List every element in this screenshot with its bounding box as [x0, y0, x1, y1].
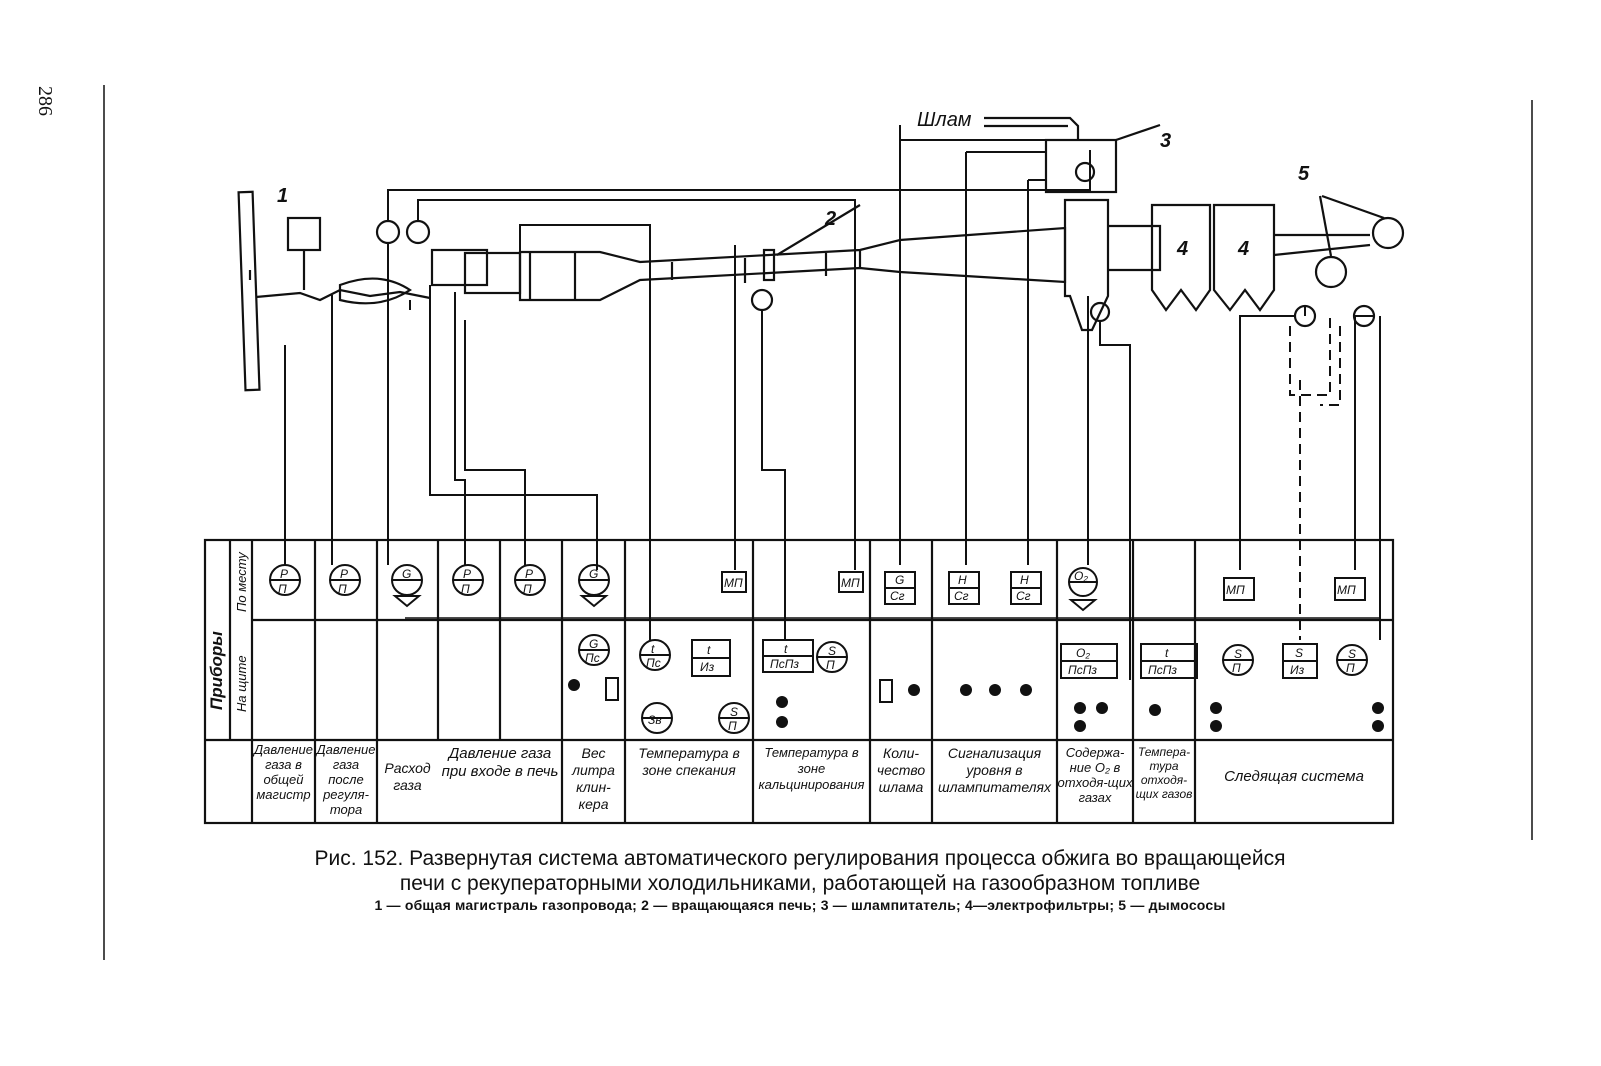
instrument-symbol-p: P	[525, 567, 533, 581]
kiln-back-chamber	[1063, 198, 1162, 332]
instrument-symbol-o2: O₂	[1076, 646, 1090, 660]
callout-kiln: 2	[824, 208, 836, 230]
instrument-symbol-pc: Пс	[585, 651, 600, 665]
instrument-symbol-pi: П	[1346, 661, 1355, 675]
col-label-tracking-system: Следящая система	[1224, 768, 1364, 785]
row-local-label: По месту	[234, 551, 249, 612]
instrument-symbol-pi: П	[461, 582, 470, 596]
panel-column-labels: Давление газа в общей магистр Давление г…	[254, 742, 1364, 817]
callout-gas-main: 1	[277, 185, 288, 207]
col-label-o2-content: Содержа-ние O₂ в отходя-щих газах	[1057, 745, 1133, 805]
col-label-level-signalling: Сигнализация уровня в шлампитателях	[937, 745, 1052, 795]
instrument-symbol-pi: П	[338, 582, 347, 596]
gas-main	[237, 190, 431, 392]
instrument-symbol-iz: Из	[1290, 663, 1305, 677]
instrument-symbol-h: H	[1020, 573, 1029, 587]
instrument-symbol-p: P	[280, 567, 288, 581]
caption-line-2: печи с рекуператорными холодильниками, р…	[399, 872, 1201, 895]
instrument-symbol-g: G	[589, 637, 598, 651]
instrument-symbol-s: S	[730, 705, 738, 719]
callout-precipitator-b: 4	[1237, 238, 1249, 260]
col-label-kiln-inlet-pressure: Давление газа при входе в печь	[441, 745, 559, 780]
electrostatic-precipitators	[1150, 203, 1371, 312]
callout-exhausters: 5	[1298, 163, 1310, 185]
col-label-gas-main-pressure: Давление газа в общей магистр	[254, 742, 313, 802]
instrument-symbol-t: t	[784, 642, 788, 656]
instrument-symbol-mp: МП	[1226, 583, 1245, 597]
panel-group-title: Приборы	[207, 631, 226, 710]
callout-slurry-feeder: 3	[1160, 130, 1171, 152]
instrument-symbol-s: S	[1234, 647, 1242, 661]
instrument-symbol-iz: Из	[700, 660, 715, 674]
instrument-symbol-pc: Пс	[646, 656, 661, 670]
instrument-symbol-pi: П	[523, 582, 532, 596]
instrument-symbol-h: H	[958, 573, 967, 587]
instrument-symbol-sg: Сг	[890, 589, 905, 603]
instrument-symbol-g: G	[402, 567, 411, 581]
instrument-symbol-pi: П	[278, 582, 287, 596]
instrument-symbol-sg: Сг	[954, 589, 969, 603]
slurry-label: Шлам	[917, 109, 972, 131]
instrument-symbol-pi: П	[1232, 661, 1241, 675]
col-label-calcining-temperature: Температура в зоне кальцинирования	[758, 745, 865, 792]
instrument-symbol-g: G	[589, 567, 598, 581]
col-label-gas-after-regulator: Давление газа после регуля-тора	[316, 742, 376, 817]
rotary-kiln	[518, 204, 1067, 302]
instrument-symbol-t: t	[651, 642, 655, 656]
instrument-symbol-zv: Зв	[648, 713, 662, 727]
instrument-symbol-mp: МП	[841, 576, 860, 590]
instrument-symbol-p: P	[463, 567, 471, 581]
slurry-feeder	[984, 116, 1161, 194]
col-label-slurry-quantity: Коли-чество шлама	[876, 745, 926, 795]
instrument-symbol-mp: МП	[1337, 583, 1356, 597]
instrument-symbol-s: S	[828, 644, 836, 658]
col-label-clinker-litre-weight: Вес литра клин-кера	[572, 745, 615, 812]
instrument-panel	[203, 538, 1395, 825]
instrument-symbol-s: S	[1348, 647, 1356, 661]
col-label-sintering-temperature: Температура в зоне спекания	[638, 745, 740, 778]
instrument-symbol-p: P	[340, 567, 348, 581]
instrument-symbol-mp: МП	[724, 576, 743, 590]
figure-caption: Рис. 152. Развернутая система автоматиче…	[140, 846, 1460, 896]
exhausters	[1314, 194, 1405, 289]
instrument-symbol-g: G	[895, 573, 904, 587]
instrument-symbol-pcpz: ПсПз	[1148, 663, 1177, 677]
instrument-symbol-sg: Сг	[1016, 589, 1031, 603]
instrument-symbol-s: S	[1295, 646, 1303, 660]
row-board-label: На щите	[234, 655, 249, 712]
instrument-symbol-pcpz: ПсПз	[770, 657, 799, 671]
instrument-symbol-t: t	[707, 643, 711, 657]
instrument-symbol-pcpz: ПсПз	[1068, 663, 1097, 677]
instrument-symbol-pi: П	[728, 719, 737, 733]
col-label-gas-flow: Расход газа	[384, 760, 431, 793]
caption-line-1: Рис. 152. Развернутая система автоматиче…	[314, 847, 1286, 870]
kiln-front-assembly	[338, 248, 522, 305]
callout-precipitator-a: 4	[1176, 238, 1188, 260]
instrument-symbol-t: t	[1165, 646, 1169, 660]
col-label-exhaust-temperature: Темпера-тура отходя-щих газов	[1135, 745, 1193, 801]
instrument-symbol-pi: П	[826, 658, 835, 672]
instrument-symbol-o2: O₂	[1074, 569, 1088, 583]
figure-legend: 1 — общая магистраль газопровода; 2 — вр…	[374, 897, 1226, 913]
